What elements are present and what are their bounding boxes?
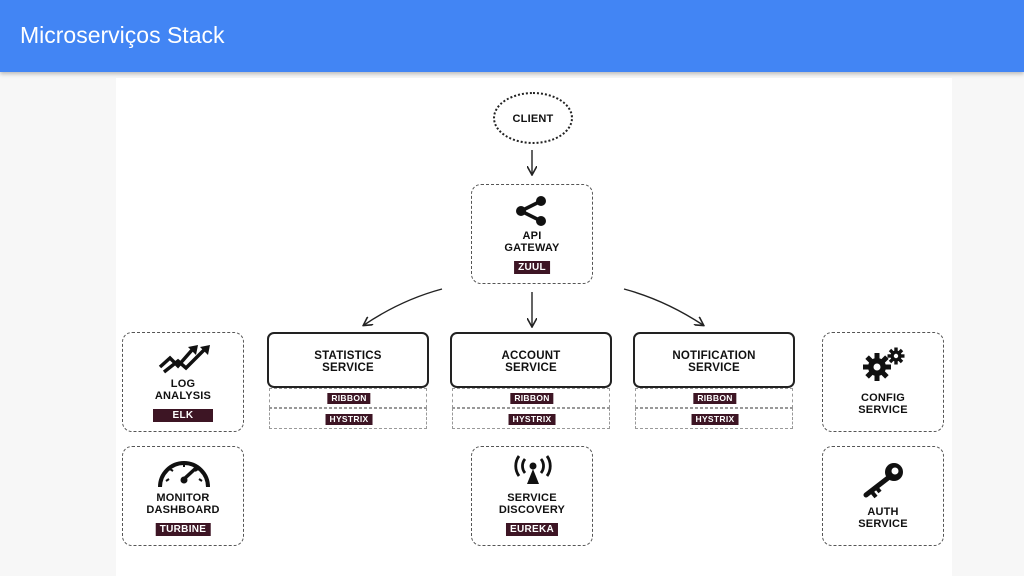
notification-service-box: NOTIFICATION SERVICE	[633, 332, 795, 388]
account-ribbon-tag: RIBBON	[510, 393, 554, 404]
arrow-gateway-statistics	[364, 288, 443, 325]
account-service-box: ACCOUNT SERVICE	[450, 332, 612, 388]
connector-arrows	[116, 150, 952, 576]
discovery-tag: EUREKA	[505, 523, 559, 536]
client-label: CLIENT	[512, 113, 554, 125]
config-line1: CONFIG	[861, 392, 905, 404]
auth-line1: AUTH	[867, 506, 899, 518]
statistics-ribbon-row: RIBBON	[269, 388, 427, 408]
diagram-canvas: CLIENT API GATEWAY ZUUL STATISTICS SERVI…	[116, 78, 952, 576]
notification-hystrix-row: HYSTRIX	[635, 408, 793, 429]
monitor-line2: DASHBOARD	[146, 504, 220, 516]
auth-service-box: AUTH SERVICE	[822, 446, 944, 546]
client-node: CLIENT	[493, 92, 573, 144]
gateway-line2: GATEWAY	[504, 242, 560, 254]
statistics-ribbon-tag: RIBBON	[327, 393, 371, 404]
statistics-service-box: STATISTICS SERVICE	[267, 332, 429, 388]
log-line1: LOG	[170, 378, 196, 390]
antenna-icon	[514, 455, 552, 484]
auth-line2: SERVICE	[858, 518, 908, 530]
statistics-hystrix-tag: HYSTRIX	[325, 414, 373, 425]
statistics-hystrix-row: HYSTRIX	[269, 408, 427, 429]
notification-ribbon-row: RIBBON	[635, 388, 793, 408]
monitor-line1: MONITOR	[156, 492, 210, 504]
notification-line1: NOTIFICATION	[672, 350, 756, 362]
discovery-line2: DISCOVERY	[498, 504, 566, 516]
account-hystrix-row: HYSTRIX	[452, 408, 610, 429]
config-line2: SERVICE	[858, 404, 908, 416]
service-discovery-box: SERVICE DISCOVERY EUREKA	[471, 446, 593, 546]
account-line1: ACCOUNT	[501, 350, 561, 362]
gears-icon	[863, 347, 905, 381]
notification-hystrix-tag: HYSTRIX	[691, 414, 739, 425]
monitor-tag: TURBINE	[155, 523, 211, 536]
api-gateway-box: API GATEWAY ZUUL	[471, 184, 593, 284]
arrow-gateway-notification	[623, 288, 703, 325]
gauge-icon	[158, 461, 210, 488]
gateway-line1: API	[522, 230, 542, 242]
account-line2: SERVICE	[505, 362, 557, 374]
notification-line2: SERVICE	[688, 362, 740, 374]
statistics-line1: STATISTICS	[314, 350, 382, 362]
notification-ribbon-tag: RIBBON	[693, 393, 737, 404]
account-ribbon-row: RIBBON	[452, 388, 610, 408]
log-analysis-box: LOG ANALYSIS ELK STACK	[122, 332, 244, 434]
share-icon	[516, 196, 546, 226]
statistics-line2: SERVICE	[322, 362, 374, 374]
header-bar: Microserviços Stack	[0, 0, 1024, 72]
log-tag: ELK STACK	[153, 409, 213, 434]
gateway-tag: ZUUL	[514, 261, 550, 274]
monitor-dashboard-box: MONITOR DASHBOARD TURBINE	[122, 446, 244, 546]
discovery-line1: SERVICE	[507, 492, 557, 504]
log-line2: ANALYSIS	[154, 390, 212, 402]
account-hystrix-tag: HYSTRIX	[508, 414, 556, 425]
config-service-box: CONFIG SERVICE	[822, 332, 944, 432]
page-title: Microserviços Stack	[20, 22, 225, 48]
key-icon	[863, 463, 903, 499]
trend-chart-icon	[158, 345, 210, 374]
